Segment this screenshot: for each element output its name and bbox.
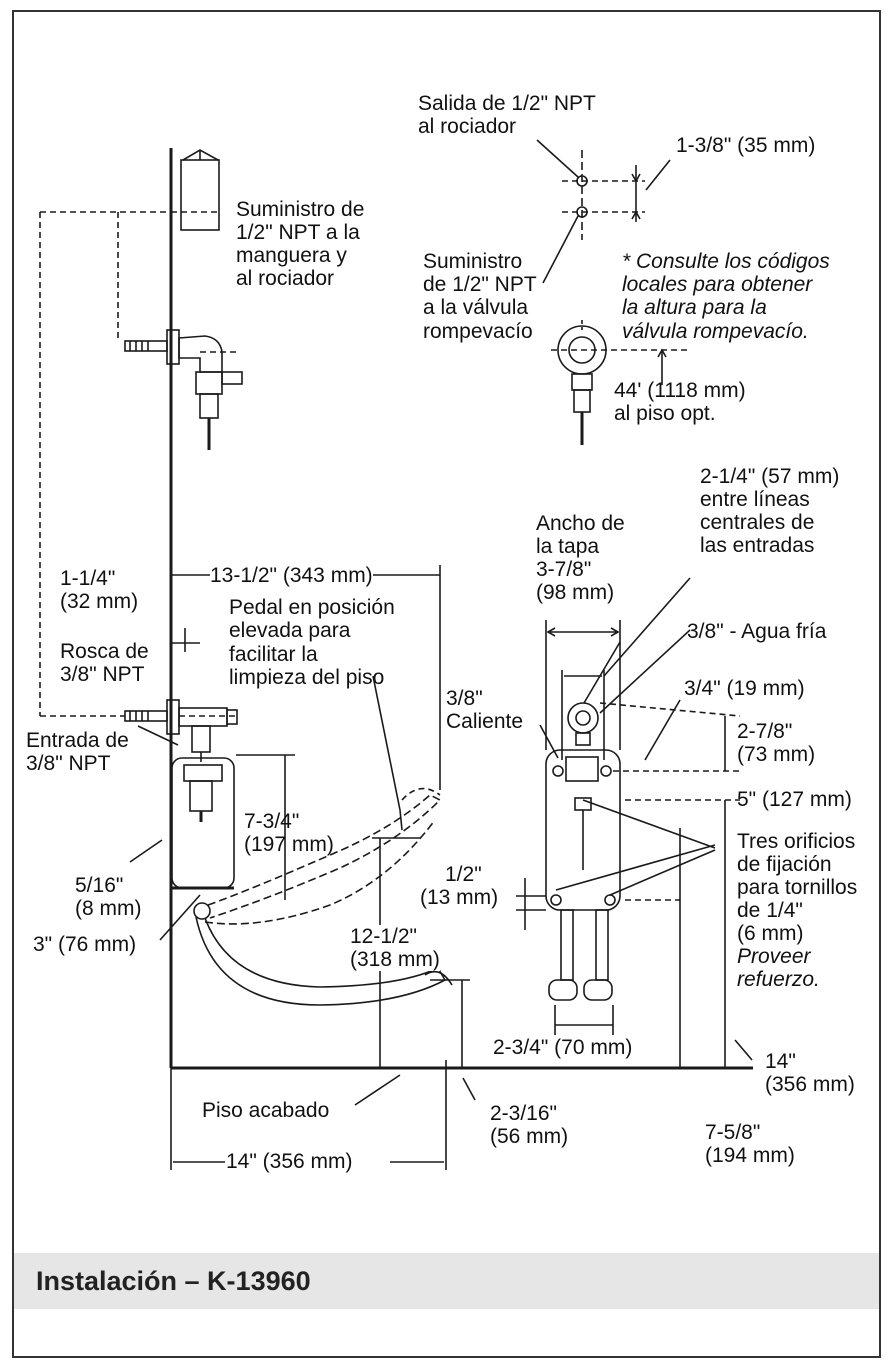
label-mount-holes-3: para tornillos	[737, 876, 858, 899]
dimension-lines	[129, 565, 753, 1170]
label-dim-2-7-8-2: (73 mm)	[737, 743, 816, 766]
label-inlet-1: Entrada de	[26, 729, 129, 752]
label-thread-2: 3/8" NPT	[60, 663, 145, 686]
note-codes-4: válvula rompevacío.	[622, 320, 809, 343]
lower-valve-assembly	[124, 699, 238, 890]
elevation-view	[545, 620, 741, 1001]
label-hot-water-1: 3/8"	[446, 687, 483, 710]
label-dim-5-16-2: (8 mm)	[75, 897, 142, 920]
label-supply-hose-3: manguera y	[236, 244, 347, 267]
label-hot-water-2: Caliente	[446, 710, 524, 733]
label-supply-vacuum-3: a la válvula	[423, 296, 529, 319]
outlet-points	[536, 139, 671, 284]
label-dim-2-3-16-2: (56 mm)	[490, 1125, 569, 1148]
label-dim-12-1-2-2: (318 mm)	[350, 948, 440, 971]
note-codes-1: * Consulte los códigos	[622, 250, 830, 273]
label-dim-12-1-2-1: 12-1/2"	[350, 925, 417, 948]
note-codes-3: la altura para la	[622, 296, 767, 319]
label-pedal-raised-1: Pedal en posición	[229, 596, 395, 619]
label-supply-vacuum-1: Suministro	[423, 250, 523, 273]
label-dim-7-3-4-2: (197 mm)	[244, 833, 334, 856]
label-pedal-raised-2: elevada para	[229, 619, 351, 642]
label-mount-holes-1: Tres orificios	[737, 830, 856, 853]
label-dim-13-1-2: 13-1/2" (343 mm)	[210, 564, 373, 587]
wall-bracket	[180, 149, 220, 231]
label-dim-14-bottom: 14" (356 mm)	[226, 1150, 353, 1173]
label-cold-water: 3/8" - Agua fría	[687, 620, 827, 643]
label-dim-44-2: al piso opt.	[614, 402, 716, 425]
foot-pedal	[193, 787, 453, 1006]
label-reinforce-1: Proveer	[737, 945, 811, 968]
label-inlet-2: 3/8" NPT	[26, 752, 111, 775]
title-bar: Instalación – K-13960	[14, 1253, 879, 1309]
label-outlet-spray-1: Salida de 1/2" NPT	[418, 92, 596, 115]
label-supply-hose-2: 1/2" NPT a la	[236, 221, 360, 244]
label-dim-1-3-8: 1-3/8" (35 mm)	[676, 134, 816, 157]
label-pedal-raised-3: facilitar la	[229, 643, 318, 666]
label-cover-width-2: la tapa	[536, 535, 600, 558]
label-dim-14-right-2: (356 mm)	[765, 1073, 855, 1096]
page-title: Instalación – K-13960	[36, 1266, 311, 1296]
vacuum-breaker	[551, 320, 690, 445]
label-dim-5-16-1: 5/16"	[75, 874, 124, 897]
label-dim-7-5-8-2: (194 mm)	[705, 1144, 795, 1167]
label-dim-7-5-8-1: 7-5/8"	[705, 1121, 761, 1144]
label-finished-floor: Piso acabado	[202, 1099, 330, 1122]
label-mount-holes-4: de 1/4"	[737, 899, 803, 922]
label-thread-1: Rosca de	[60, 640, 149, 663]
label-dim-5: 5" (127 mm)	[737, 788, 852, 811]
label-dim-2-7-8-1: 2-7/8"	[737, 720, 793, 743]
label-cover-width-1: Ancho de	[536, 512, 625, 535]
upper-elbow-valve	[124, 329, 243, 450]
dashed-supply-line	[39, 211, 220, 717]
label-dim-2-1-4-2: entre líneas	[700, 488, 810, 511]
label-cover-width-3: 3-7/8"	[536, 558, 592, 581]
label-outlet-spray-2: al rociador	[418, 115, 517, 138]
label-supply-hose-1: Suministro de	[236, 198, 365, 221]
label-mount-holes-5: (6 mm)	[737, 922, 804, 945]
label-dim-1-1-4-2: (32 mm)	[60, 590, 139, 613]
label-supply-hose-4: al rociador	[236, 267, 335, 290]
label-dim-1-2-1: 1/2"	[445, 863, 482, 886]
label-dim-2-1-4-4: las entradas	[700, 534, 815, 557]
label-supply-vacuum-2: de 1/2" NPT	[423, 273, 537, 296]
label-cover-width-4: (98 mm)	[536, 581, 615, 604]
label-dim-2-3-4: 2-3/4" (70 mm)	[493, 1036, 633, 1059]
label-mount-holes-2: de fijación	[737, 853, 832, 876]
label-reinforce-2: refuerzo.	[737, 968, 820, 991]
label-dim-7-3-4-1: 7-3/4"	[244, 810, 300, 833]
label-supply-vacuum-4: rompevacío	[423, 320, 533, 343]
label-pedal-raised-4: limpieza del piso	[229, 666, 385, 689]
label-dim-1-2-2: (13 mm)	[420, 886, 499, 909]
note-codes-2: locales para obtener	[622, 273, 813, 296]
label-dim-3-4: 3/4" (19 mm)	[684, 677, 805, 700]
label-dim-2-1-4-1: 2-1/4" (57 mm)	[700, 465, 840, 488]
label-dim-1-1-4-1: 1-1/4"	[60, 567, 116, 590]
label-dim-14-right-1: 14"	[765, 1050, 796, 1073]
label-dim-2-3-16-1: 2-3/16"	[490, 1102, 557, 1125]
label-dim-3: 3" (76 mm)	[33, 933, 137, 956]
label-dim-44-1: 44' (1118 mm)	[614, 379, 746, 402]
label-dim-2-1-4-3: centrales de	[700, 511, 815, 534]
